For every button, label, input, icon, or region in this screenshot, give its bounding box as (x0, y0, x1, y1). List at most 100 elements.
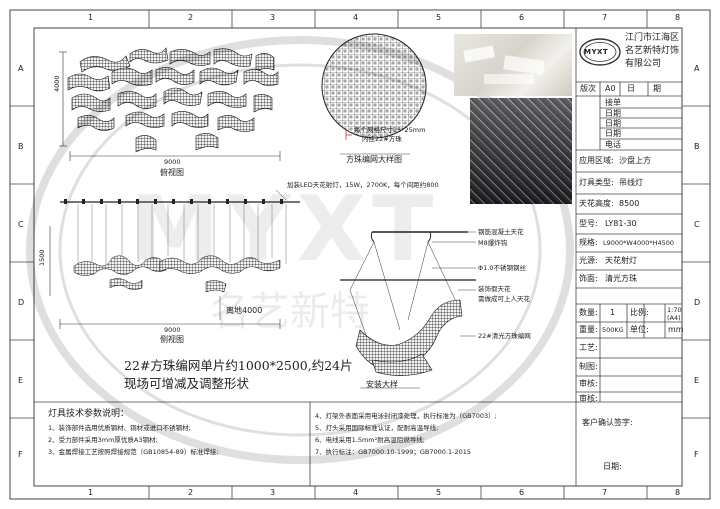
field-light-label: 光源: (579, 256, 598, 265)
field-ceiling-value: 8500 (619, 199, 640, 208)
spec-item-6: 6、电线采用1.5mm²耐高温阻燃导线; (315, 436, 425, 444)
install-note-anchor: M8爆炸钩 (478, 239, 508, 247)
mesh-detail-drawing (321, 33, 427, 155)
grid-col-3: 3 (270, 13, 276, 22)
install-note-false-ceiling: 装饰假天花 (478, 285, 511, 293)
field-type-label: 灯具类型: (579, 178, 614, 187)
grid-col-4-bottom: 4 (353, 488, 359, 497)
field-area-value: 沙盘上方 (619, 156, 651, 165)
specs-title: 灯具技术参数说明： (48, 409, 130, 419)
unit-label: 单位: (630, 325, 649, 334)
sign-row-order: 接单 (605, 98, 621, 107)
grid-row-d-right: D (694, 298, 701, 307)
side-view-height-dim: 1500 (38, 249, 46, 266)
customer-confirm-label: 客户确认签字: (582, 418, 633, 427)
top-view-height-dim: 4000 (53, 75, 61, 92)
grid-col-3-bottom: 3 (270, 488, 276, 497)
grid-col-1: 1 (88, 13, 94, 22)
grid-col-7: 7 (602, 13, 608, 22)
version-label: 版次 (580, 84, 596, 93)
process-label: 工艺: (579, 343, 598, 352)
watermark-logo-text: MYXT (130, 177, 440, 282)
review-label-2: 审核: (579, 394, 598, 403)
scale-value: 1:70 (667, 306, 682, 314)
grid-row-c: C (18, 220, 24, 229)
grid-col-6-bottom: 6 (519, 488, 525, 497)
field-light-value: 天花射灯 (605, 256, 637, 265)
spec-item-2: 2、受力部件采用3mm厚优质A3钢材; (48, 436, 158, 444)
field-model-value: LY81-30 (605, 219, 637, 228)
company-logo (579, 38, 621, 66)
field-finish-label: 饰面: (579, 274, 598, 283)
title-block-frame (575, 28, 682, 402)
top-view-drawing (59, 47, 281, 161)
weight-label: 重量: (579, 325, 598, 334)
grid-col-8: 8 (675, 13, 681, 22)
company-name-line-2: 名艺新特灯饰 (625, 46, 680, 56)
company-name-line-3: 有限公司 (625, 59, 662, 69)
grid-col-4: 4 (353, 13, 359, 22)
sign-row-phone: 电话 (605, 140, 621, 149)
spec-item-1: 1、装饰部件选用优质钢材、铜材或进口不锈钢材; (48, 424, 191, 432)
spec-item-7: 7、执行标注：GB7000.10-1999；GB7000.1-2015 (315, 448, 472, 456)
sign-row-date-3: 日期 (605, 129, 621, 138)
grid-col-2: 2 (188, 13, 194, 22)
ground-clearance-note: 离地4000 (226, 306, 263, 315)
grid-col-5: 5 (436, 13, 442, 22)
watermark-company-text: 名艺新特 (210, 289, 370, 335)
side-view-caption: 侧视图 (160, 335, 184, 344)
install-note-mesh: 22#清光方珠编网 (478, 332, 531, 340)
grid-ticks (10, 10, 710, 499)
install-note-wire: Φ1.0不锈钢钢丝 (478, 264, 526, 272)
grid-col-6: 6 (519, 13, 525, 22)
review-label-1: 审核: (579, 379, 598, 388)
grid-col-1-bottom: 1 (88, 488, 94, 497)
side-view-width-dim: 9000 (164, 326, 181, 334)
spec-item-4: 4、灯架外表面采用电泳封闭漆处理，执行标准为（GB7003）; (315, 412, 497, 420)
install-caption: 安装大样 (366, 380, 398, 389)
mesh-detail-caption: 方珠编网大样图 (346, 155, 402, 164)
qty-label: 数量: (579, 308, 598, 317)
grid-col-7-bottom: 7 (602, 488, 608, 497)
sign-row-date-2: 日期 (605, 119, 621, 128)
grid-row-c-right: C (694, 220, 700, 229)
grid-row-e: E (18, 376, 24, 385)
grid-col-8-bottom: 8 (675, 488, 681, 497)
version-value: A0 (605, 84, 616, 93)
qty-value: 1 (610, 308, 616, 317)
grid-row-f-right: F (694, 450, 699, 459)
side-view-drawing (49, 189, 300, 329)
date-label-1: 日 (627, 84, 635, 93)
scale-label: 比例: (630, 308, 649, 317)
spec-item-3: 3、金属焊接工艺按照焊接规范（GB10854-89）标准焊接; (48, 448, 219, 456)
top-view-caption: 俯视图 (160, 168, 184, 177)
install-note-concrete: 钢筋混凝土天花 (478, 228, 524, 236)
mesh-bead-note: 内挂22#方珠 (362, 135, 402, 143)
field-ceiling-label: 天花高度: (579, 199, 614, 208)
field-spec-value: L9000*W4000*H4500 (603, 239, 675, 247)
field-model-label: 型号: (579, 219, 598, 228)
field-area-label: 应用区域: (579, 156, 614, 165)
sign-row-date-1: 日期 (605, 109, 621, 118)
field-finish-value: 清光方珠 (605, 274, 637, 283)
weight-value: 500KG (602, 326, 624, 334)
grid-row-a: A (18, 64, 24, 73)
top-view-width-dim: 9000 (164, 158, 181, 166)
main-note-line-2: 现场可增减及调整形状 (124, 376, 250, 391)
grid-row-a-right: A (694, 64, 700, 73)
install-detail-drawing (340, 231, 476, 389)
specs-frame (34, 401, 682, 486)
mesh-grid-size-note: 每个网格尺寸25*25mm (354, 126, 426, 134)
unit-value: mm (668, 325, 684, 334)
product-photo-top (454, 34, 572, 96)
drafter-label: 制图: (579, 362, 598, 371)
grid-row-f: F (18, 450, 23, 459)
paper-size: (A4) (667, 314, 681, 322)
grid-row-b-right: B (694, 142, 700, 151)
grid-row-b: B (18, 142, 24, 151)
customer-date-label: 日期: (603, 462, 622, 471)
field-type-value: 吊线灯 (619, 178, 643, 187)
grid-row-d: D (18, 298, 25, 307)
grid-col-5-bottom: 5 (436, 488, 442, 497)
company-name-line-1: 江门市江海区 (625, 33, 680, 43)
